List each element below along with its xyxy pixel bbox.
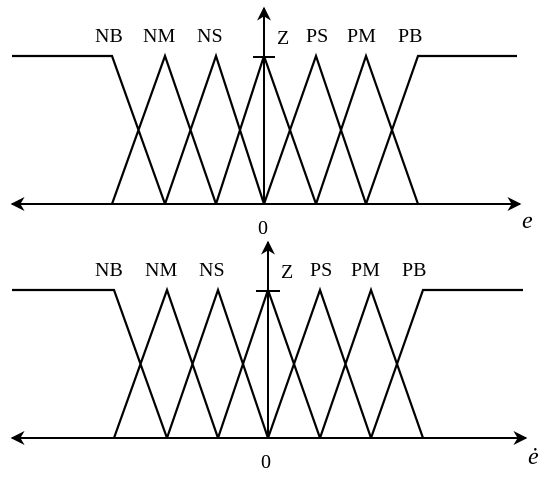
set-label-ns-error: NS — [197, 25, 223, 47]
set-label-nb-error-change: NB — [95, 259, 123, 281]
mf-ns-error-change — [165, 286, 270, 439]
mf-pb-error — [364, 54, 517, 205]
panel-error-change: NB NM NS Z PS PM PB 0 ė — [10, 240, 539, 473]
membership-curves-error-change — [12, 286, 523, 439]
mf-pm-error-change — [318, 286, 425, 439]
mf-nm-error-change — [112, 286, 220, 439]
set-label-ns-error-change: NS — [199, 259, 225, 281]
mf-z-error — [214, 52, 318, 205]
origin-label-error-change: 0 — [261, 451, 271, 473]
set-label-z-error-change: Z — [281, 261, 293, 283]
set-label-ps-error-change: PS — [310, 259, 332, 281]
axis-variable-error: e — [522, 208, 533, 234]
mf-ps-error — [262, 52, 368, 205]
mf-nm-error — [110, 52, 218, 205]
mf-nb-error — [12, 54, 167, 205]
panel-error: NB NM NS Z PS PM PB 0 e — [10, 6, 533, 239]
set-label-pb-error: PB — [398, 25, 422, 47]
mf-nb-error-change — [12, 288, 169, 439]
set-label-pm-error-change: PM — [351, 259, 380, 281]
set-label-pm-error: PM — [347, 25, 376, 47]
mf-pm-error — [314, 52, 420, 205]
origin-label-error: 0 — [258, 217, 268, 239]
set-label-nm-error: NM — [143, 25, 175, 47]
membership-curves-error — [12, 52, 517, 205]
set-label-ps-error: PS — [306, 25, 328, 47]
mf-pb-error-change — [369, 288, 523, 439]
set-label-nb-error: NB — [95, 25, 123, 47]
mf-ps-error-change — [266, 286, 373, 439]
mf-ns-error — [163, 52, 266, 205]
axis-variable-error-change: ė — [528, 444, 539, 470]
set-label-nm-error-change: NM — [145, 259, 177, 281]
set-label-pb-error-change: PB — [402, 259, 426, 281]
set-label-z-error: Z — [277, 27, 289, 49]
